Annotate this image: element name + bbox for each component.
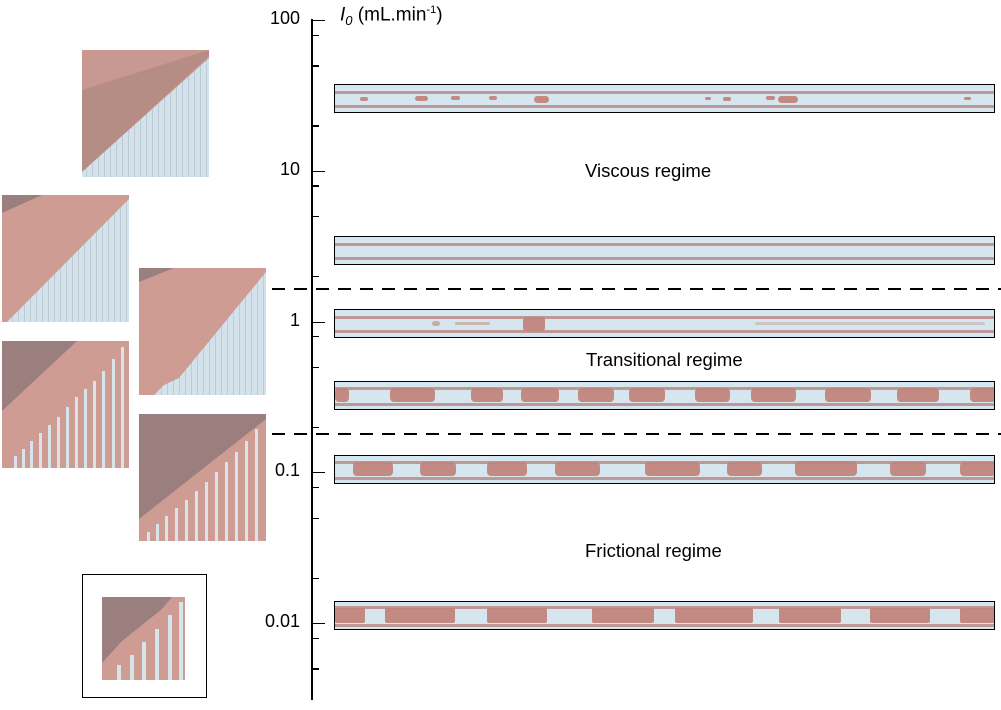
inset-frame: [82, 574, 207, 698]
tick-label: 100: [269, 8, 300, 28]
regime-label-frictional: Frictional regime: [585, 540, 722, 561]
spatiotemporal-tile-2: [2, 195, 129, 322]
tick-label: 10: [279, 158, 300, 179]
major-tick: [312, 321, 325, 323]
tube-image-2-8: [334, 236, 995, 265]
spatiotemporal-tile-5: [139, 414, 266, 541]
minor-tick: [312, 366, 319, 369]
minor-tick: [312, 34, 319, 36]
spatiotemporal-tile-4: [2, 341, 129, 468]
tube-image-0-95: [334, 309, 995, 338]
tube-image-30: [334, 84, 995, 113]
minor-tick: [312, 336, 319, 338]
minor-tick: [312, 216, 319, 218]
minor-tick: [312, 577, 319, 579]
minor-tick: [312, 486, 319, 489]
axis-unit-exponent: -1: [426, 4, 437, 16]
axis-title: I0 (mL.min-1): [340, 4, 443, 28]
regime-label-transitional: Transitional regime: [586, 349, 743, 370]
major-tick: [312, 472, 325, 474]
axis-symbol: I: [340, 4, 346, 26]
tick-label: 0.01: [264, 611, 300, 631]
minor-tick: [312, 125, 319, 127]
regime-boundary-transitional-frictional: [272, 432, 1001, 435]
axis-unit-prefix: (mL.min: [357, 4, 427, 26]
minor-tick: [312, 65, 319, 67]
axis-subscript: 0: [345, 13, 353, 29]
tick-label: 1: [289, 309, 300, 330]
tick-label: 0.1: [274, 460, 300, 481]
spatiotemporal-tile-3: [139, 268, 266, 395]
minor-tick: [312, 668, 319, 670]
major-tick: [312, 623, 325, 625]
axis-unit-suffix: ): [436, 4, 443, 26]
flow-rate-axis: [311, 19, 313, 700]
tube-image-0-28: [334, 381, 995, 410]
regime-label-viscous: Viscous regime: [585, 160, 712, 181]
major-tick: [312, 170, 325, 172]
minor-tick: [312, 637, 319, 639]
minor-tick: [312, 276, 319, 278]
minor-tick: [312, 426, 319, 429]
spatiotemporal-tile-1: [82, 50, 209, 177]
spatiotemporal-tile-6: [102, 597, 185, 680]
tube-image-0-0095: [334, 601, 995, 630]
tube-image-0-1: [334, 455, 995, 484]
major-tick: [312, 20, 325, 22]
minor-tick: [312, 185, 319, 187]
minor-tick: [312, 517, 319, 519]
regime-boundary-viscous-transitional: [272, 287, 1001, 290]
